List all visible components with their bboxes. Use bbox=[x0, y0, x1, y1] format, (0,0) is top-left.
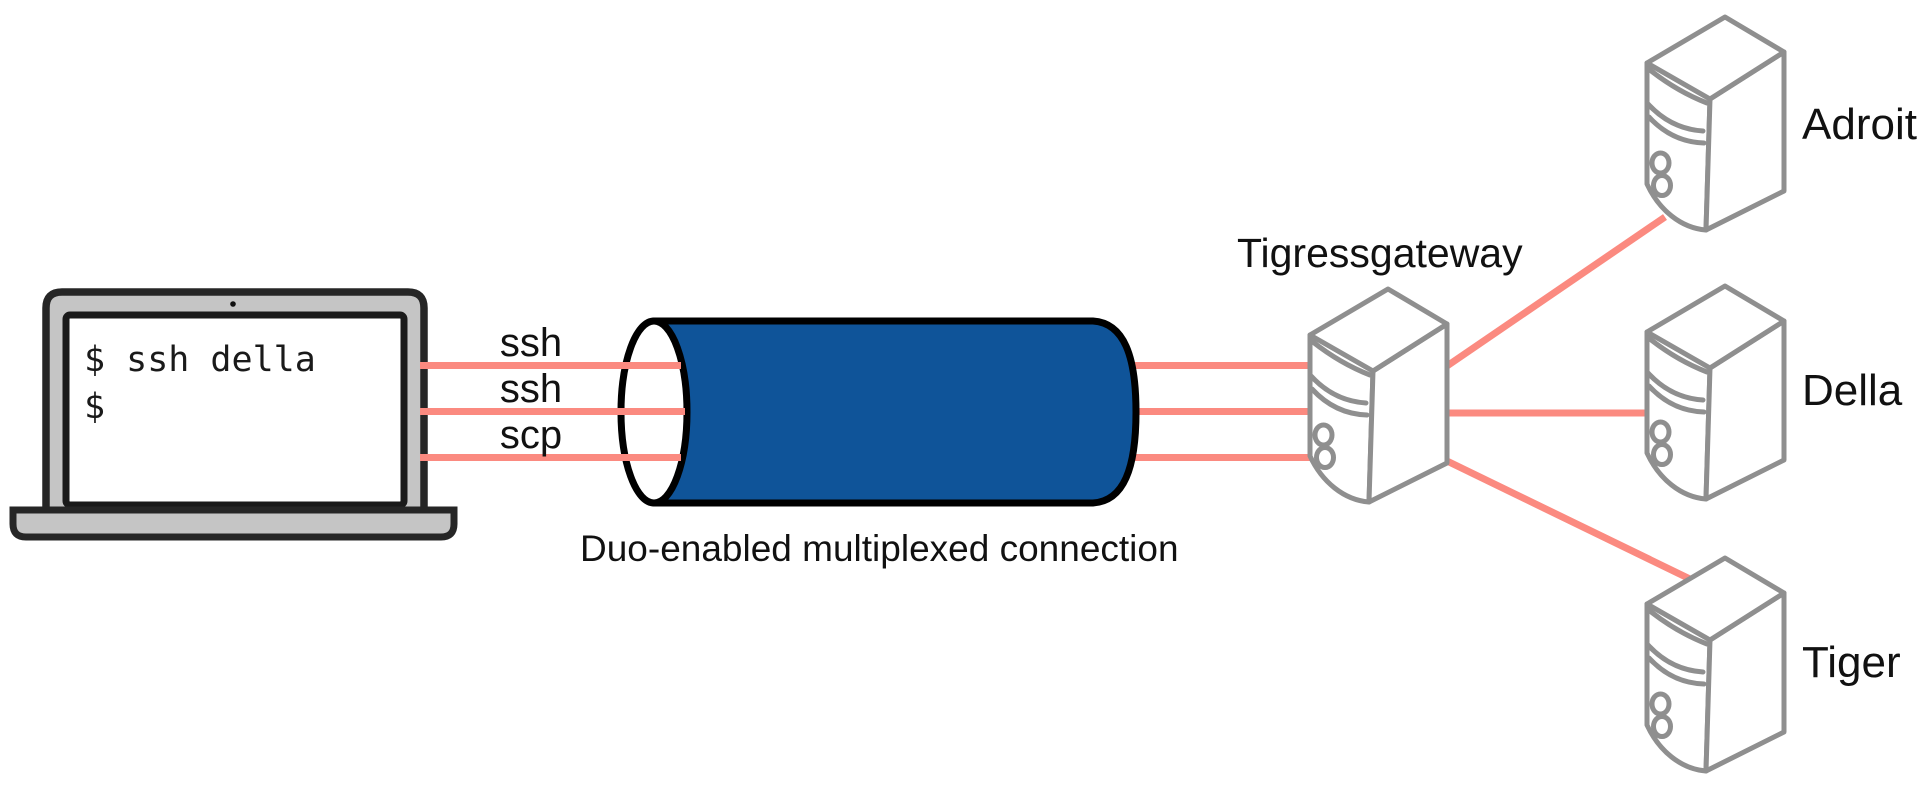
tunnel-body bbox=[650, 317, 1140, 507]
cluster-label-della: Della bbox=[1802, 366, 1903, 415]
duo-tunnel bbox=[617, 317, 1140, 507]
tiger-server-icon bbox=[1647, 558, 1784, 771]
gateway-label: Tigressgateway bbox=[1237, 230, 1523, 276]
gateway-server-icon bbox=[1310, 289, 1447, 502]
terminal-screen bbox=[62, 311, 408, 509]
terminal-line-1: $ ssh della bbox=[84, 340, 316, 380]
cluster-label-adroit: Adroit bbox=[1802, 100, 1917, 149]
laptop-icon: $ ssh della $ bbox=[9, 288, 458, 541]
adroit-server-icon bbox=[1647, 17, 1784, 230]
gateway-to-tiger-line bbox=[1445, 457, 1694, 584]
cluster-label-tiger: Tiger bbox=[1802, 638, 1901, 687]
connection-label-scp: scp bbox=[500, 413, 562, 457]
tunnel-label: Duo-enabled multiplexed connection bbox=[580, 528, 1179, 569]
laptop-camera-dot bbox=[230, 301, 236, 307]
della-server-icon bbox=[1647, 286, 1784, 499]
connection-label-ssh-1: ssh bbox=[500, 321, 562, 365]
laptop-base bbox=[9, 506, 458, 541]
terminal-line-2: $ bbox=[84, 387, 105, 427]
gateway-to-adroit-line bbox=[1445, 214, 1667, 369]
connection-label-ssh-2: ssh bbox=[500, 367, 562, 411]
